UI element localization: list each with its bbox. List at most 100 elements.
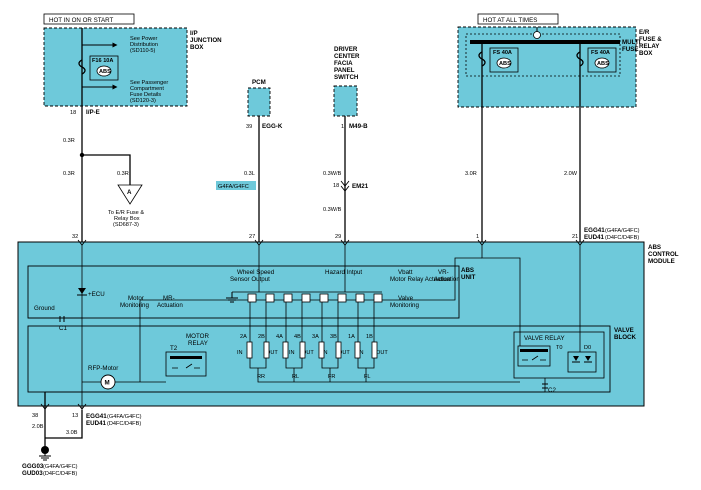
svg-text:EGG41: EGG41 bbox=[584, 227, 605, 234]
module-right-connector: EGG41 (G4FA/G4FC) EUD41 (D4FC/D4FB) bbox=[584, 227, 640, 241]
ip-pin: 18 bbox=[70, 110, 76, 116]
ground-wire-2 bbox=[45, 410, 83, 439]
hazard-label: Hazard Intput bbox=[325, 269, 362, 276]
svg-text:(G4FA/G4FC): (G4FA/G4FC) bbox=[605, 228, 640, 234]
sw-wire-label-lower: 0.3W/B bbox=[323, 207, 342, 213]
valve-monitoring-label-2: Monitoring bbox=[390, 302, 419, 309]
svg-text:JUNCTION: JUNCTION bbox=[190, 37, 222, 44]
valve-columns: 2A 2B 4A 4B 3A 3B 1A 1B IN OUT IN OUT IN… bbox=[237, 302, 520, 383]
svg-text:ABS: ABS bbox=[597, 61, 609, 67]
svg-text:A: A bbox=[127, 189, 132, 196]
svg-text:GUD03: GUD03 bbox=[22, 470, 43, 477]
svg-text:RL: RL bbox=[292, 374, 299, 380]
motor-relay: MOTOR RELAY T2 bbox=[165, 333, 209, 377]
svg-text:F16 10A: F16 10A bbox=[92, 58, 113, 64]
svg-text:D0: D0 bbox=[584, 345, 591, 351]
driver-transistor-row bbox=[232, 291, 383, 303]
svg-text:VALVE RELAY: VALVE RELAY bbox=[524, 335, 565, 342]
svg-text:FUSE &: FUSE & bbox=[639, 36, 662, 43]
svg-text:OUT: OUT bbox=[302, 350, 314, 356]
wheel-speed-label-2: Sensor Output bbox=[230, 276, 270, 283]
svg-text:21: 21 bbox=[572, 234, 578, 240]
svg-text:HOT IN ON OR START: HOT IN ON OR START bbox=[49, 17, 114, 24]
svg-text:1: 1 bbox=[476, 234, 479, 240]
svg-text:1A: 1A bbox=[348, 334, 355, 340]
svg-text:(G4FA/G4FC): (G4FA/G4FC) bbox=[43, 464, 78, 470]
svg-text:ABS: ABS bbox=[499, 61, 511, 67]
svg-text:3B: 3B bbox=[330, 334, 337, 340]
svg-text:ABS: ABS bbox=[99, 69, 111, 75]
ground-label: GGG03 (G4FA/G4FC) GUD03 (D4FC/D4FB) bbox=[22, 463, 78, 477]
vr-label: VR- bbox=[438, 269, 449, 276]
svg-text:EGG41: EGG41 bbox=[86, 413, 107, 420]
ecu-diode bbox=[77, 288, 87, 296]
valve-monitoring-label: Valve bbox=[398, 295, 414, 302]
svg-text:Distribution: Distribution bbox=[130, 42, 158, 48]
svg-text:See Power: See Power bbox=[130, 36, 157, 42]
svg-text:4B: 4B bbox=[294, 334, 301, 340]
svg-text:2B: 2B bbox=[258, 334, 265, 340]
mr-actuation-label-2: Actuation bbox=[157, 302, 183, 309]
svg-text:(D4FC/D4FB): (D4FC/D4FB) bbox=[43, 471, 77, 477]
ecu-label: +ECU bbox=[88, 291, 105, 298]
svg-text:BOX: BOX bbox=[190, 44, 204, 51]
svg-text:HOT AT ALL TIMES: HOT AT ALL TIMES bbox=[483, 17, 537, 24]
rfp-motor: RFP-Motor M bbox=[82, 365, 166, 390]
sw-conn: EM21 bbox=[352, 183, 369, 190]
svg-text:BLOCK: BLOCK bbox=[614, 334, 637, 341]
abs-unit-box bbox=[27, 265, 460, 319]
svg-text:CONTROL: CONTROL bbox=[648, 251, 679, 258]
svg-text:PANEL: PANEL bbox=[334, 67, 355, 74]
valve-relay: VALVE RELAY T0 D0 bbox=[513, 331, 605, 379]
svg-text:OUT: OUT bbox=[338, 350, 350, 356]
hot-at-all-times-tag: HOT AT ALL TIMES bbox=[477, 13, 559, 25]
svg-text:C1: C1 bbox=[59, 325, 67, 332]
svg-text:FS 40A: FS 40A bbox=[493, 50, 512, 56]
motor-monitoring-label: Motor bbox=[128, 295, 144, 302]
driver-switch-box: DRIVER CENTER FACIA PANEL SWITCH 1 M49-B bbox=[333, 46, 368, 130]
svg-text:DRIVER: DRIVER bbox=[334, 46, 358, 53]
svg-text:13: 13 bbox=[72, 413, 78, 419]
svg-text:C2: C2 bbox=[548, 387, 556, 394]
svg-text:GGG03: GGG03 bbox=[22, 463, 44, 470]
svg-text:(SD110-5): (SD110-5) bbox=[130, 48, 156, 54]
svg-text:To E/R Fuse &: To E/R Fuse & bbox=[108, 210, 144, 216]
svg-text:I/P: I/P bbox=[190, 30, 198, 37]
er-fuse-relay-box: E/R FUSE & RELAY BOX MULTI FUSE FS 40A A… bbox=[457, 26, 662, 108]
svg-text:ABS: ABS bbox=[648, 244, 661, 251]
svg-text:MOTOR: MOTOR bbox=[186, 333, 209, 340]
svg-text:IN: IN bbox=[289, 350, 295, 356]
internal-ground-symbol bbox=[226, 292, 238, 303]
svg-text:IN: IN bbox=[322, 350, 328, 356]
svg-text:RFP-Motor: RFP-Motor bbox=[88, 365, 118, 372]
svg-text:(SD120-3): (SD120-3) bbox=[130, 98, 156, 104]
branch-wire-label: 0.3R bbox=[117, 171, 129, 177]
svg-text:VALVE: VALVE bbox=[614, 327, 634, 334]
svg-text:BOX: BOX bbox=[639, 50, 653, 57]
pcm-box: PCM 39 EGG-K bbox=[246, 79, 283, 130]
pcm-wire-label: 0.3L bbox=[244, 171, 255, 177]
svg-text:MODULE: MODULE bbox=[648, 258, 675, 265]
svg-text:Compartment: Compartment bbox=[130, 86, 164, 92]
svg-text:FS 40A: FS 40A bbox=[591, 50, 610, 56]
abs-control-module: ABS CONTROL MODULE bbox=[17, 241, 679, 407]
svg-text:RELAY: RELAY bbox=[188, 340, 208, 347]
svg-text:T0: T0 bbox=[556, 345, 563, 351]
module-bottom-connector: EGG41 (G4FA/G4FC) EUD41 (D4FC/D4FB) bbox=[86, 413, 142, 427]
vr-label-2: Actuation bbox=[434, 276, 460, 283]
svg-text:RR: RR bbox=[257, 374, 265, 380]
vbatt-label-2: Motor Relay Actuation bbox=[390, 276, 451, 283]
svg-text:4A: 4A bbox=[276, 334, 283, 340]
c1-node: C1 bbox=[28, 316, 82, 332]
ground-wire-2-label: 3.0B bbox=[66, 430, 78, 436]
svg-text:(D4FC/D4FB): (D4FC/D4FB) bbox=[107, 421, 141, 427]
motor-monitoring-label-2: Monitoring bbox=[120, 302, 149, 309]
svg-text:MULTI: MULTI bbox=[622, 39, 641, 46]
svg-text:T2: T2 bbox=[170, 345, 178, 352]
svg-text:Relay Box: Relay Box bbox=[114, 216, 140, 222]
svg-text:38: 38 bbox=[32, 413, 38, 419]
svg-text:(SD687-3): (SD687-3) bbox=[113, 222, 139, 228]
svg-text:39: 39 bbox=[246, 124, 252, 130]
battery-wire-1-label: 3.0R bbox=[465, 171, 477, 177]
svg-text:FL: FL bbox=[364, 374, 371, 380]
